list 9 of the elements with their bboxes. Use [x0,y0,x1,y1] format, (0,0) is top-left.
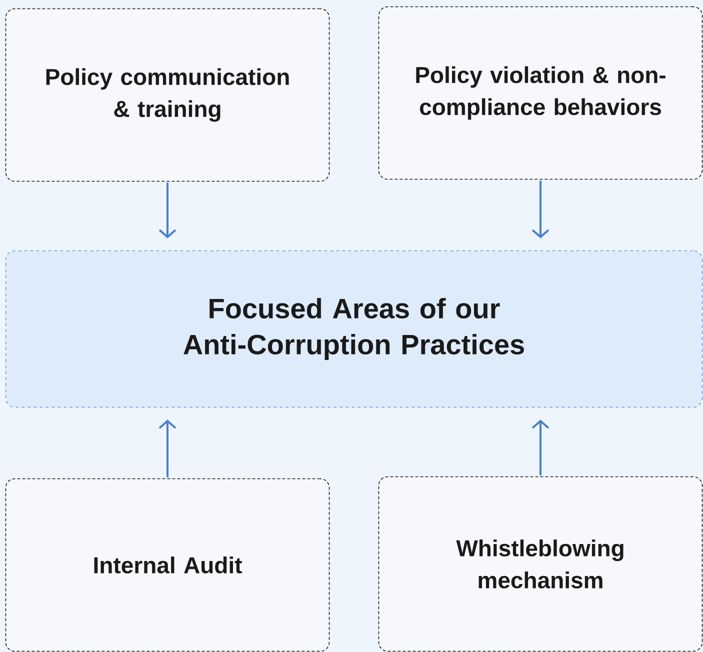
topic-box: Policy violation & non-compliance behaviors [378,6,703,180]
topic-box: Internal Audit [5,478,330,652]
arrow [532,180,550,238]
topic-box: Policy communication & training [5,8,330,182]
topic-box: Whistleblowing mechanism [378,476,703,652]
arrow [158,182,176,238]
focus-box: Focused Areas of our Anti-Corruption Practices [5,250,703,408]
arrow [532,420,550,476]
arrow [158,420,176,478]
